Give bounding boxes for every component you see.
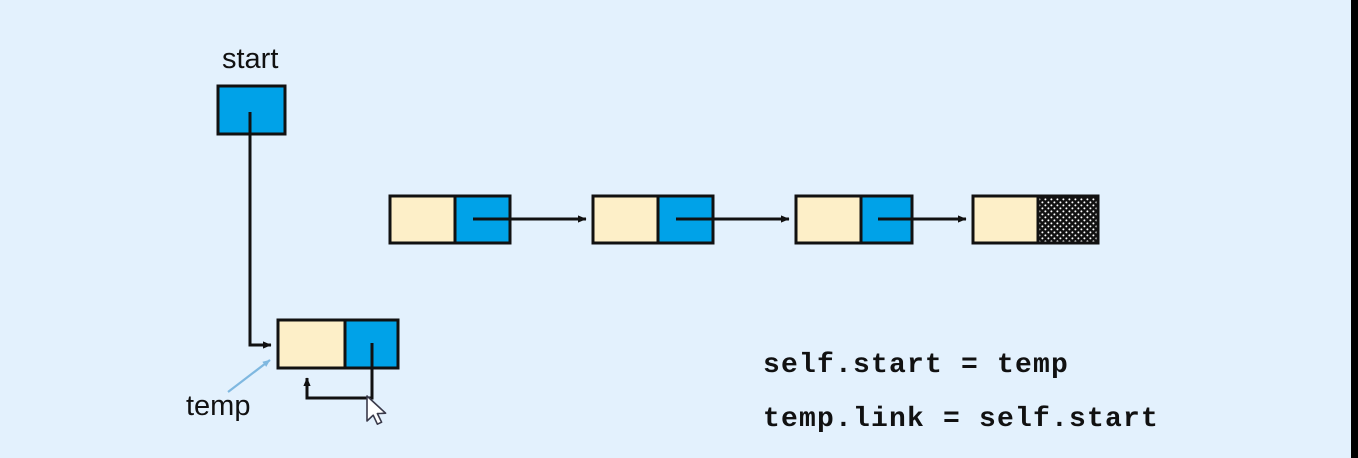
code-line-temp-link-assign: temp.link = self.start — [763, 404, 1160, 435]
temp-node — [276, 318, 400, 370]
mouse-cursor-icon — [366, 395, 387, 425]
connector-start-to-temp — [248, 112, 272, 349]
list-node-1-data — [591, 194, 660, 245]
list-node-3-data — [971, 194, 1040, 245]
connector-temp-self-loop — [303, 343, 374, 400]
list-node-2-data — [794, 194, 863, 245]
code-line-self-start-assign: self.start = temp — [763, 350, 1070, 381]
temp-node-data — [276, 318, 347, 370]
temp-label: temp — [186, 390, 251, 422]
temp-label-pointer-arrow — [227, 359, 271, 393]
start-label: start — [222, 43, 279, 75]
list-node-3-null-link — [1036, 194, 1100, 245]
list-node-0-data — [388, 194, 457, 245]
list-node-3 — [971, 194, 1100, 245]
right-edge-band — [1351, 0, 1358, 458]
